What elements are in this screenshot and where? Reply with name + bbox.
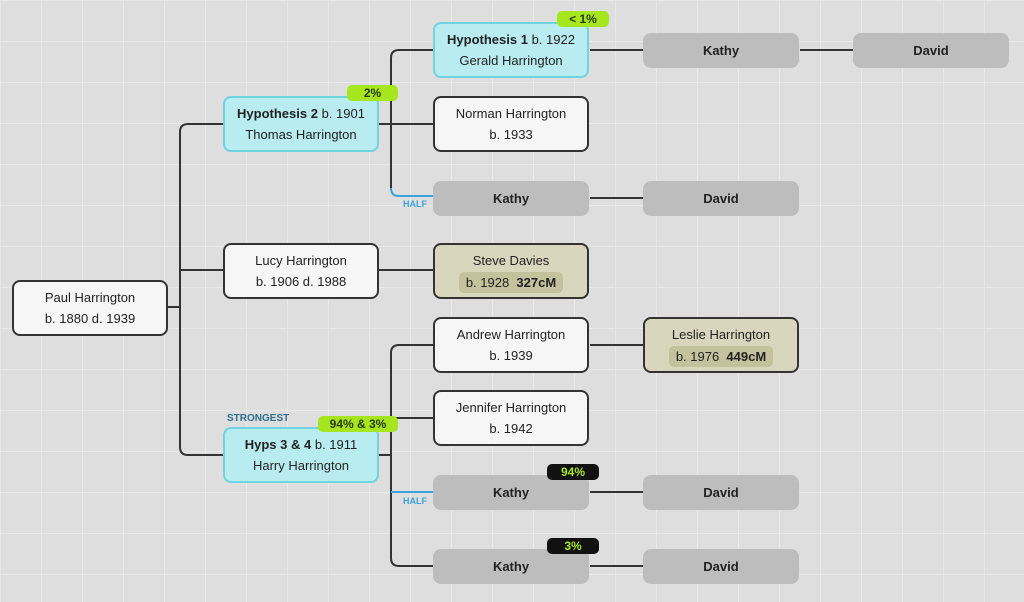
person-kathy[interactable]: Kathy [433,475,589,510]
person-name: Kathy [492,485,530,500]
person-andrew[interactable]: Andrew Harrington b. 1939 [433,317,589,373]
person-name: David [703,485,739,500]
match-leslie-harrington[interactable]: Leslie Harrington b. 1976 449cM [643,317,799,373]
probability-badge: 94% & 3% [318,416,398,432]
person-born: b. 1911 [314,437,358,452]
person-name: David [913,43,949,58]
person-david[interactable]: David [643,181,799,216]
person-name: Leslie Harrington [671,326,771,342]
person-name: Thomas Harrington [245,127,357,142]
person-name: Paul Harrington [44,290,136,305]
person-kathy[interactable]: Kathy [643,33,799,68]
person-name: Kathy [492,191,530,206]
half-label: HALF [403,496,427,506]
person-jennifer[interactable]: Jennifer Harrington b. 1942 [433,390,589,446]
match-info: b. 1976 449cM [668,345,774,367]
connector [590,197,643,567]
person-name: Steve Davies [472,252,550,268]
person-name: Kathy [702,43,740,58]
shared-cm: 449cM [726,348,767,364]
match-steve-davies[interactable]: Steve Davies b. 1928 327cM [433,243,589,299]
probability-badge: 3% [547,538,599,554]
match-info: b. 1928 327cM [458,271,564,293]
person-born: b. 1922 [531,32,575,47]
person-norman[interactable]: Norman Harrington b. 1933 [433,96,589,152]
half-label: HALF [403,199,427,209]
person-name: David [703,559,739,574]
person-dates: b. 1939 [489,348,533,363]
person-paul[interactable]: Paul Harrington b. 1880 d. 1939 [12,280,168,336]
person-dates: b. 1933 [489,127,533,142]
probability-badge: < 1% [557,11,609,27]
probability-badge: 94% [547,464,599,480]
hypothesis-title: Hypothesis 1 [447,32,528,47]
connector [390,49,433,190]
person-david[interactable]: David [853,33,1009,68]
person-name: Lucy Harrington [255,253,347,268]
person-born: b. 1901 [321,106,365,121]
person-name: Harry Harrington [252,458,350,473]
person-name: Jennifer Harrington [455,400,567,415]
person-born: b. 1976 [675,348,720,364]
person-dates: b. 1880 d. 1939 [44,311,136,326]
person-name: Gerald Harrington [459,53,563,68]
person-born: b. 1928 [465,274,510,290]
connector [390,344,433,567]
half-connector [390,187,433,197]
person-name: Andrew Harrington [456,327,566,342]
probability-badge: 2% [347,85,398,101]
person-name: David [703,191,739,206]
hypothesis-title: Hyps 3 & 4 [244,437,312,452]
shared-cm: 327cM [516,274,557,290]
person-dates: b. 1942 [489,421,533,436]
person-dates: b. 1906 d. 1988 [255,274,347,289]
connector [179,123,223,456]
person-hypothesis-2[interactable]: Hypothesis 2 b. 1901 Thomas Harrington [223,96,379,152]
person-david[interactable]: David [643,549,799,584]
person-lucy[interactable]: Lucy Harrington b. 1906 d. 1988 [223,243,379,299]
person-kathy[interactable]: Kathy [433,181,589,216]
person-hypothesis-1[interactable]: Hypothesis 1 b. 1922 Gerald Harrington [433,22,589,78]
person-hypothesis-3-4[interactable]: Hyps 3 & 4 b. 1911 Harry Harrington [223,427,379,483]
person-kathy[interactable]: Kathy [433,549,589,584]
strongest-label: STRONGEST [227,413,290,424]
person-name: Kathy [492,559,530,574]
person-name: Norman Harrington [455,106,567,121]
hypothesis-title: Hypothesis 2 [237,106,318,121]
person-david[interactable]: David [643,475,799,510]
